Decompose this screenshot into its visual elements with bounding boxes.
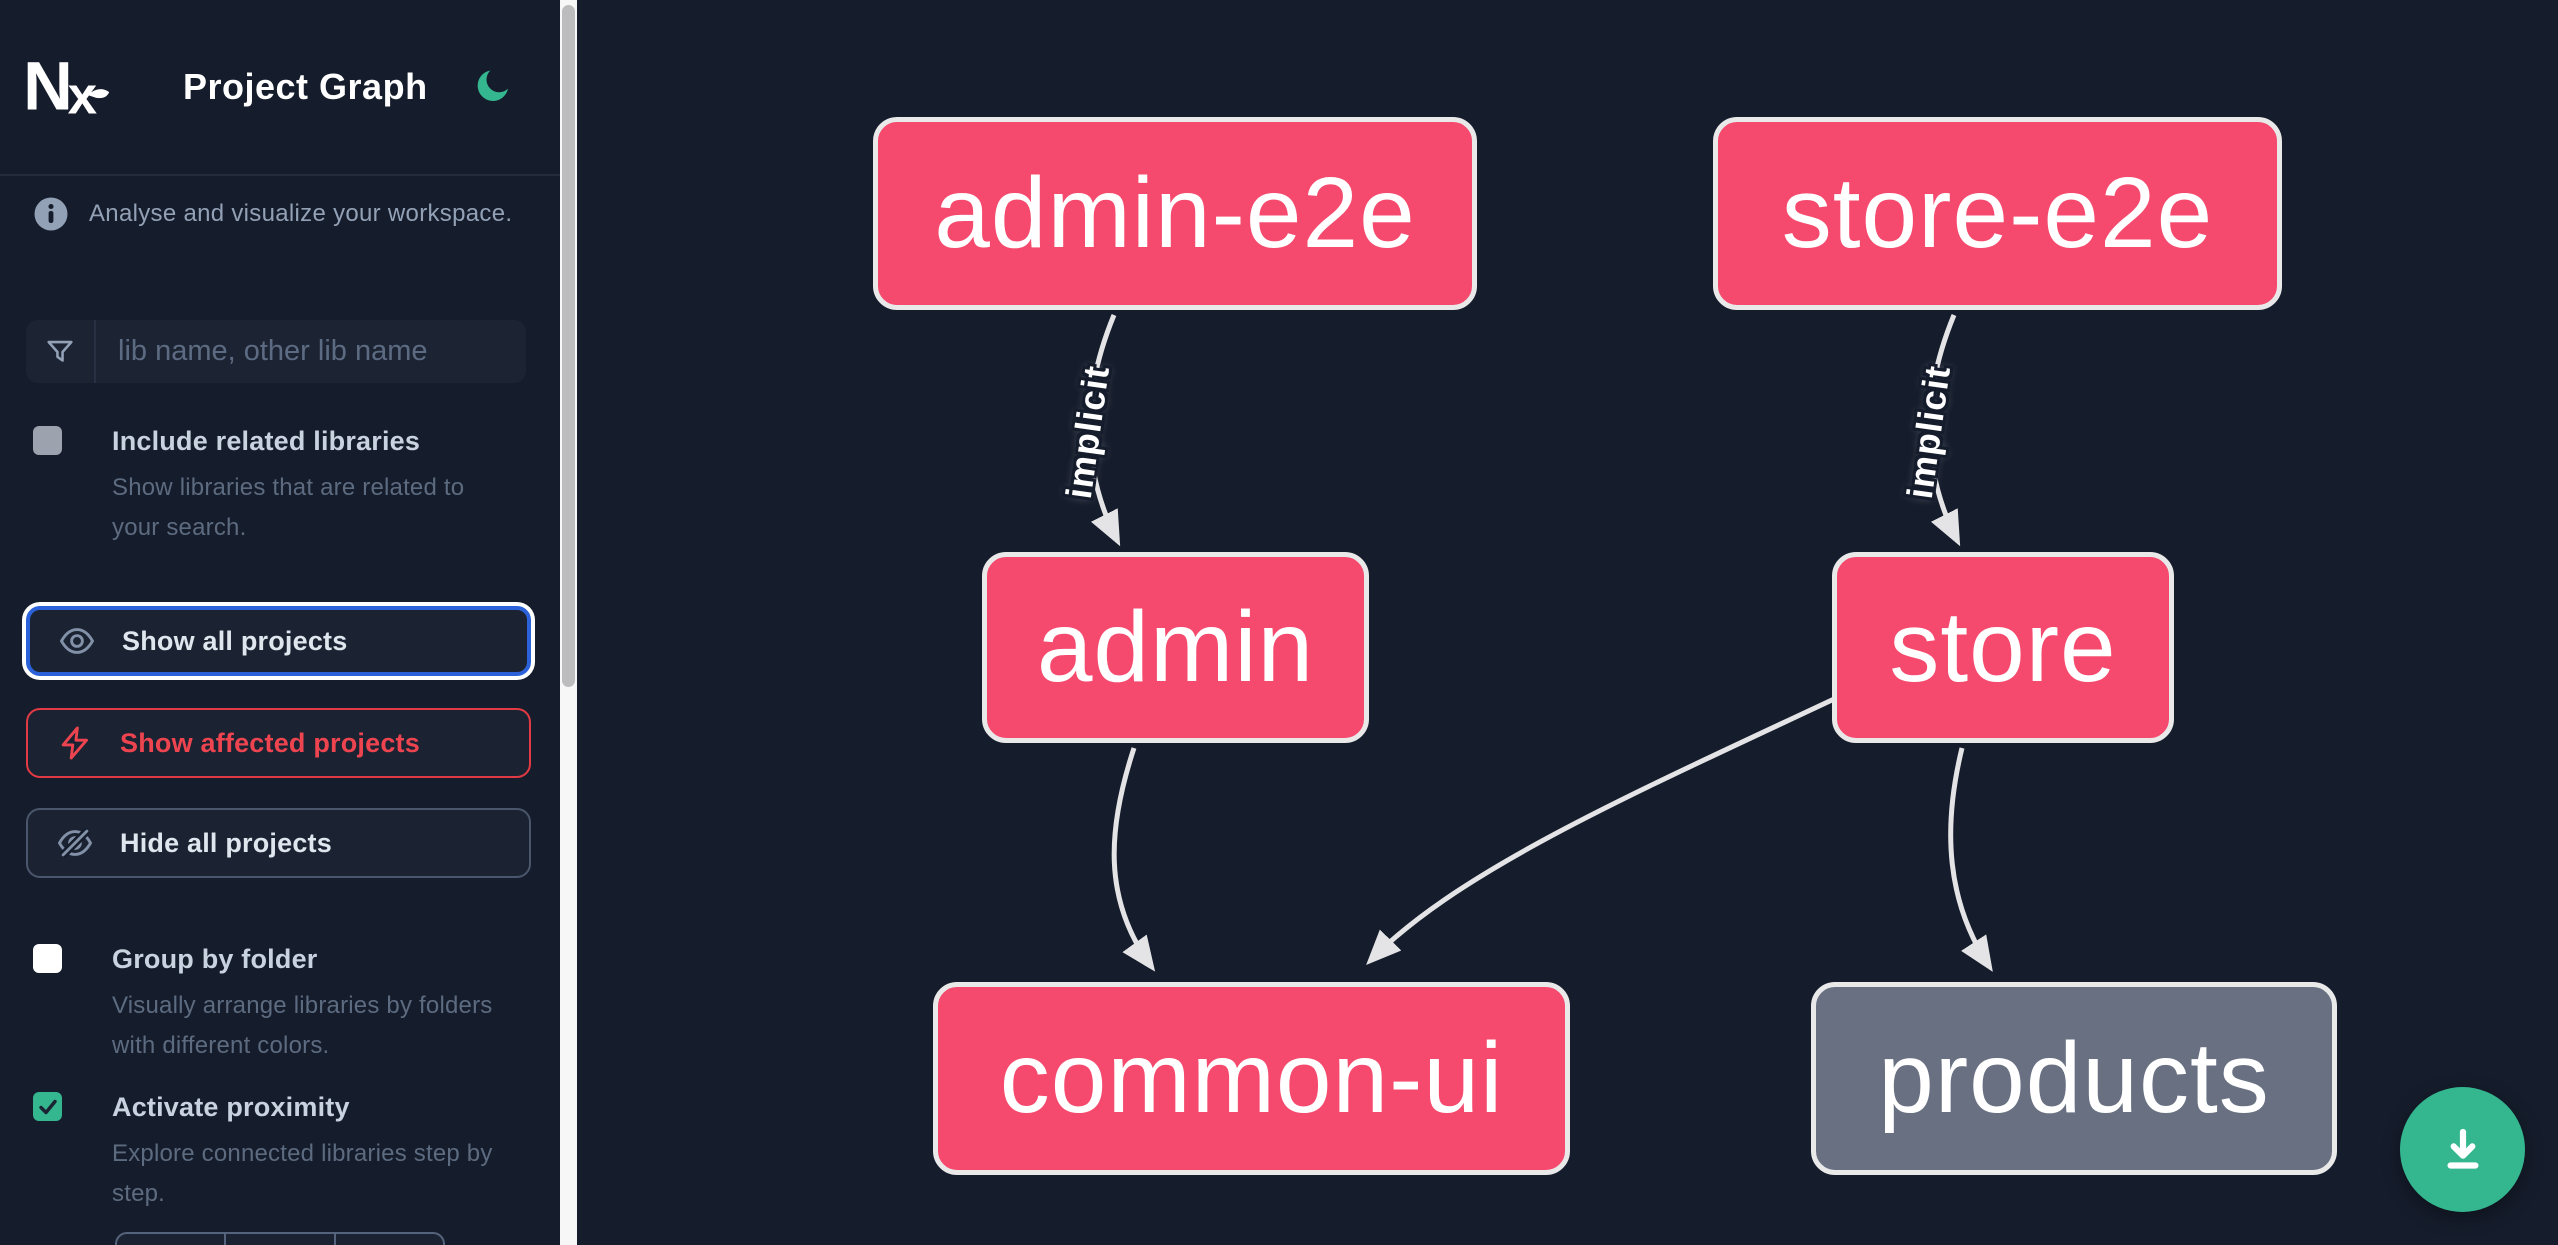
graph-node-store-e2e[interactable]: store-e2e [1713,117,2282,310]
toggle-description: Visually arrange libraries by folders wi… [112,992,493,1059]
graph-node-admin-e2e[interactable]: admin-e2e [873,117,1477,310]
sidebar-scrollbar-track [560,0,577,1245]
filter-iconbox [26,320,96,383]
nx-logo-icon: N x [26,50,110,120]
toggle-label: Group by folder [112,944,318,974]
toggle-activate-proximity: Activate proximity Explore connected lib… [33,1090,533,1214]
search-box [26,320,526,383]
show-all-projects-button[interactable]: Show all projects [26,606,531,676]
segment-right[interactable] [336,1234,443,1245]
checkbox-include-related[interactable] [33,426,62,455]
toggle-label: Include related libraries [112,426,421,456]
graph-edges [1087,314,1993,972]
checkmark-icon [38,1099,57,1114]
edge-store-common-ui [1366,689,1851,966]
depth-segmented-control[interactable] [115,1232,445,1245]
download-icon [2447,1128,2478,1169]
edge-admin-common-ui [1111,747,1156,972]
eye-icon [59,628,95,654]
edge-admin-e2e-admin [1087,314,1121,547]
moon-icon [477,70,508,101]
page-title: Project Graph [183,66,428,107]
project-graph-canvas[interactable]: admin-e2e store-e2e admin store common-u… [577,0,2558,1245]
dark-mode-toggle[interactable] [472,64,516,108]
edge-store-products [1948,747,1993,972]
graph-node-common-ui[interactable]: common-ui [933,982,1570,1175]
sidebar-header: N x Project Graph [0,0,560,176]
toggle-label: Activate proximity [112,1092,350,1122]
graph-node-store[interactable]: store [1832,552,2174,743]
sidebar: N x Project Graph Analyse and visualize … [0,0,560,1245]
edge-store-e2e-store [1927,314,1961,547]
funnel-icon [47,340,73,362]
checkbox-group-by-folder[interactable] [33,944,62,973]
toggle-description: Show libraries that are related to your … [112,474,465,541]
checkbox-activate-proximity[interactable] [33,1092,62,1121]
graph-node-products[interactable]: products [1811,982,2337,1175]
bolt-icon [61,726,88,760]
button-label: Hide all projects [120,827,332,858]
hide-all-projects-button[interactable]: Hide all projects [26,808,531,878]
svg-text:N: N [26,50,69,120]
workspace-tagline: Analyse and visualize your workspace. [33,196,533,232]
tagline-text: Analyse and visualize your workspace. [89,200,513,227]
button-label: Show affected projects [120,727,420,758]
eye-off-icon [57,827,93,859]
button-label: Show all projects [122,625,348,656]
search-input[interactable] [96,320,526,383]
show-affected-projects-button[interactable]: Show affected projects [26,708,531,778]
toggle-group-by-folder: Group by folder Visually arrange librari… [33,942,533,1066]
download-image-button[interactable] [2400,1087,2525,1212]
graph-node-admin[interactable]: admin [982,552,1369,743]
segment-middle[interactable] [226,1234,336,1245]
toggle-description: Explore connected libraries step by step… [112,1140,493,1207]
sidebar-scrollbar-thumb[interactable] [562,5,575,687]
nx-logo-tail [87,89,110,99]
info-icon [34,197,68,231]
toggle-include-related: Include related libraries Show libraries… [33,424,533,548]
segment-left[interactable] [117,1234,227,1245]
